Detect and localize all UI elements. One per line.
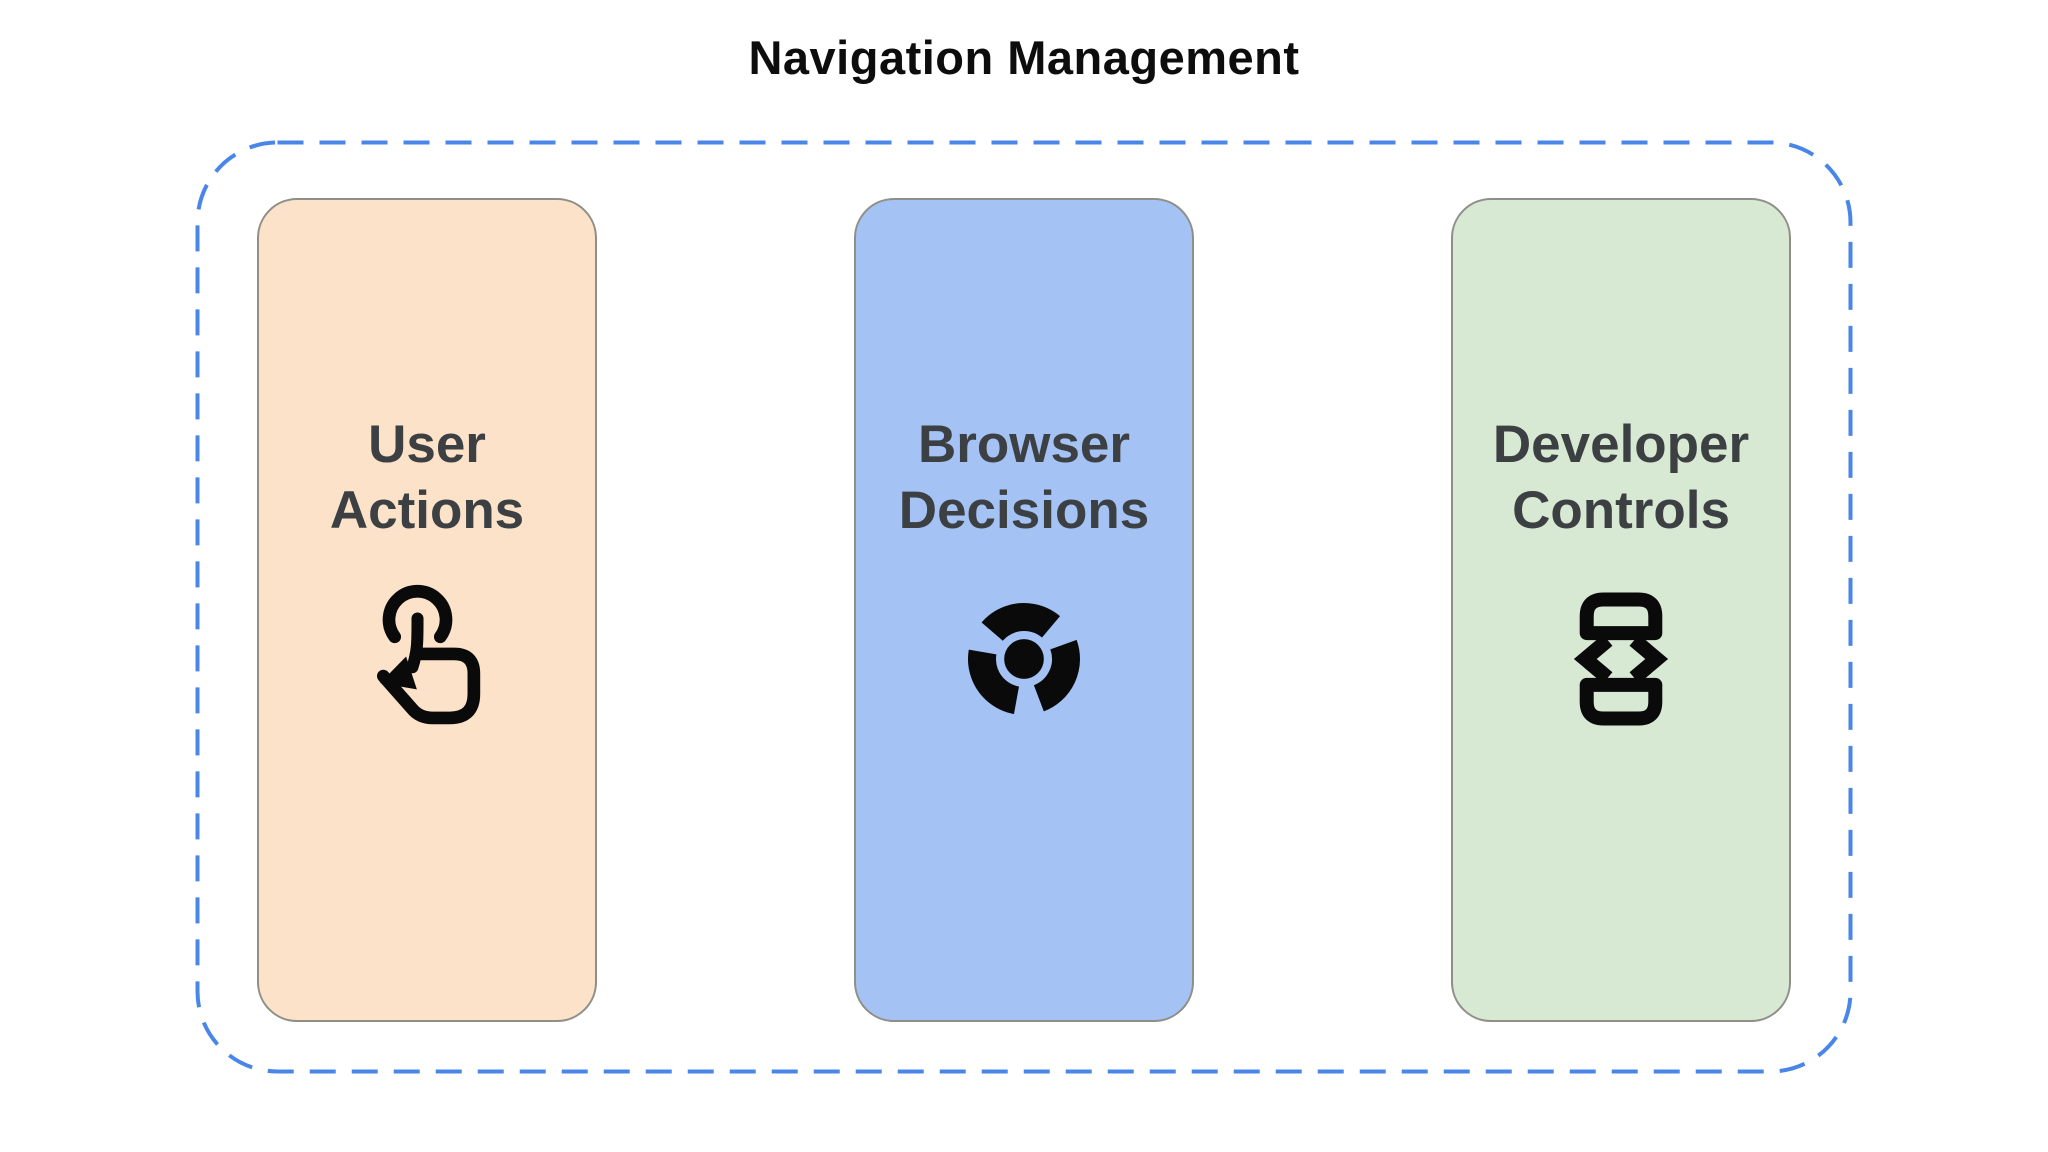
- cards-row: User Actions Browser Decisions: [195, 140, 1853, 1074]
- card-label-browser-decisions: Browser Decisions: [898, 415, 1150, 540]
- page-title: Navigation Management: [748, 31, 1300, 84]
- card-user-actions: User Actions: [257, 198, 597, 1022]
- developer-mode-icon: [1537, 581, 1705, 737]
- navigation-management-group: User Actions Browser Decisions: [195, 140, 1853, 1074]
- dashed-frame-border: [195, 140, 1853, 1074]
- card-browser-decisions: Browser Decisions: [854, 198, 1194, 1022]
- card-label-developer-controls: Developer Controls: [1492, 415, 1750, 540]
- card-label-user-actions: User Actions: [329, 415, 525, 540]
- card-developer-controls: Developer Controls: [1451, 198, 1791, 1022]
- chrome-browser-icon: [954, 581, 1094, 737]
- swipe-gesture-icon: [351, 581, 503, 737]
